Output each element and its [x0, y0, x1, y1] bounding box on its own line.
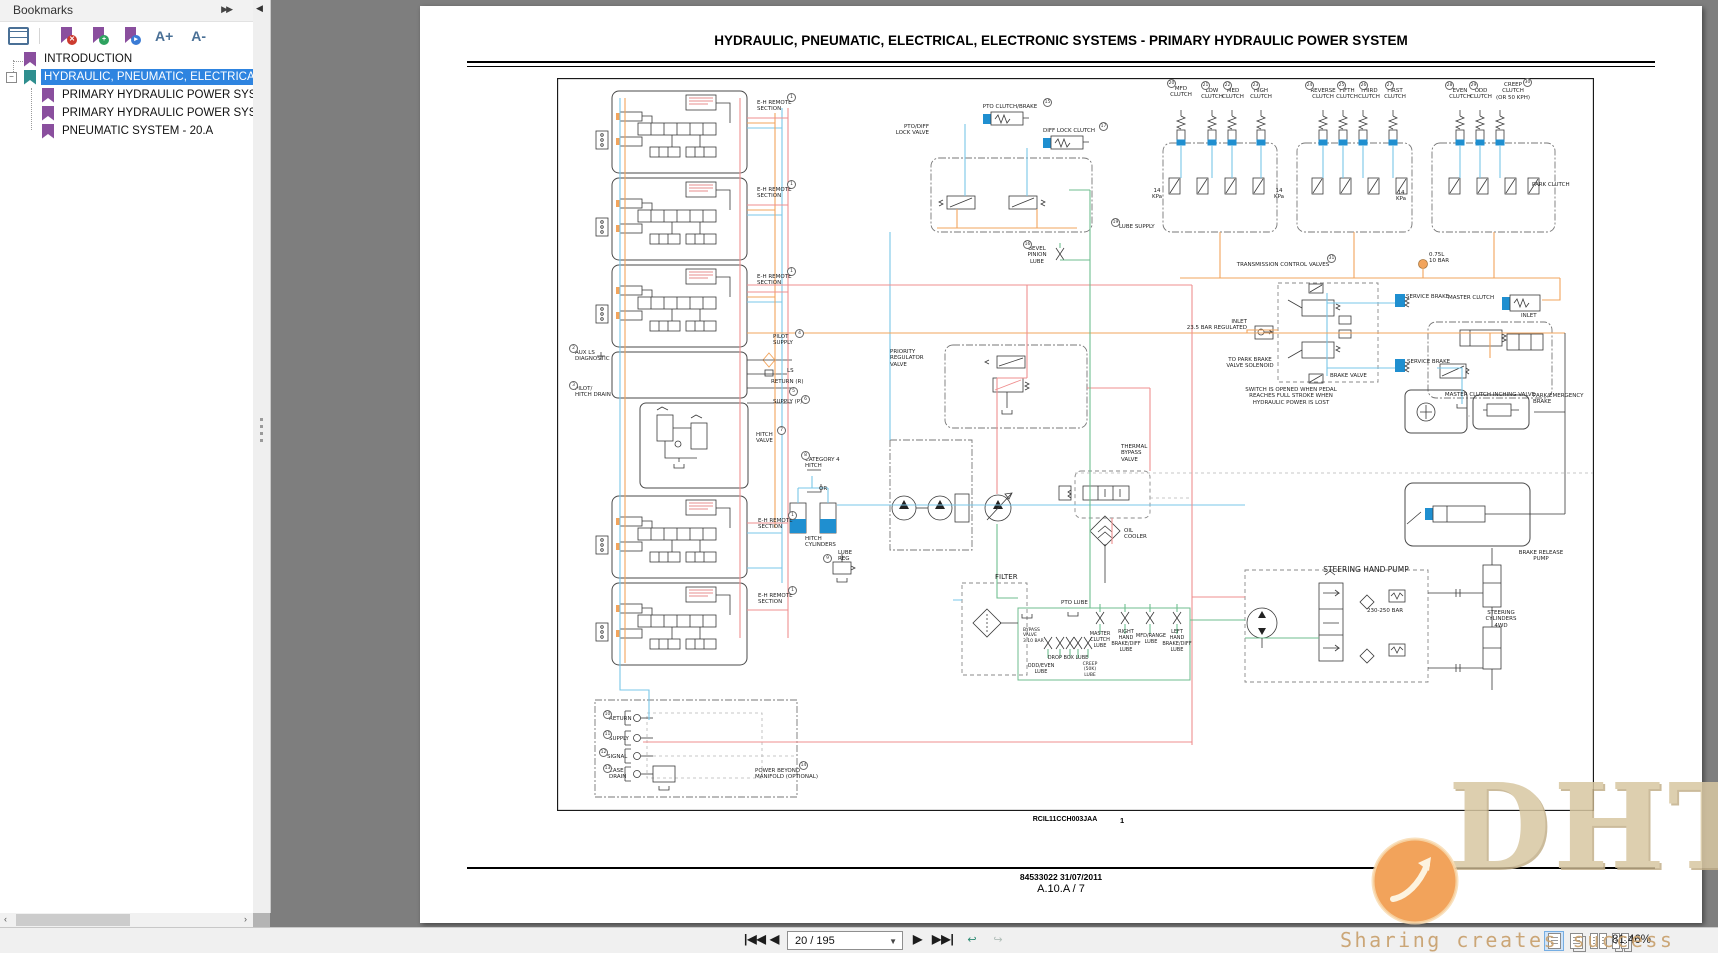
- bookmark-label: INTRODUCTION: [44, 53, 133, 65]
- title-rule: [467, 61, 1655, 67]
- first-page-icon[interactable]: |◀◀: [744, 932, 766, 946]
- bookmarks-tree: INTRODUCTION − HYDRAULIC, PNEUMATIC, ELECT…: [0, 50, 253, 140]
- hitch-cylinders: [789, 469, 837, 534]
- bookmark-item[interactable]: − HYDRAULIC, PNEUMATIC, ELECTRICA: [0, 68, 253, 86]
- chevron-double-right-icon[interactable]: ▶▶: [221, 4, 233, 14]
- panel-splitter[interactable]: ◀: [253, 0, 271, 913]
- scroll-left-icon[interactable]: ‹: [4, 914, 7, 924]
- bookmark-label: PRIMARY HYDRAULIC POWER SYS: [62, 89, 253, 101]
- separator: [39, 27, 40, 44]
- tree-line: [13, 60, 14, 76]
- bookmark-label: HYDRAULIC, PNEUMATIC, ELECTRICA: [41, 69, 253, 85]
- remote-sections-group: [595, 90, 749, 666]
- splitter-grip[interactable]: [260, 418, 263, 444]
- lube-manifold: [832, 247, 1191, 681]
- bookmarks-toolbar: ✕ + ▸ A+ A-: [0, 22, 253, 49]
- single-page-icon[interactable]: [1544, 931, 1564, 951]
- two-pages-icon[interactable]: [1588, 931, 1608, 951]
- bookmark-label: PRIMARY HYDRAULIC POWER SYS: [62, 107, 253, 119]
- thermal-bypass-valve: [1058, 470, 1151, 519]
- zoom-level[interactable]: 81.46%: [1612, 934, 1652, 946]
- scrollbar-thumb[interactable]: [16, 914, 130, 926]
- bookmark-item[interactable]: PRIMARY HYDRAULIC POWER SYS: [0, 104, 253, 122]
- figure-code: RCIL11CCH003JAA: [1032, 816, 1098, 823]
- page-number-field[interactable]: 20 / 195 ▼: [787, 931, 903, 950]
- tree-line: [13, 61, 25, 62]
- bookmark-item[interactable]: PRIMARY HYDRAULIC POWER SYS: [0, 86, 253, 104]
- bookmark-icon: [24, 69, 36, 85]
- document-number-date: 84533022 31/07/2011: [1019, 872, 1103, 882]
- pilot-supply-symbols: [597, 352, 792, 404]
- bookmark-icon: [42, 105, 54, 121]
- bookmark-item[interactable]: PNEUMATIC SYSTEM - 20.A: [0, 122, 253, 140]
- continuous-icon[interactable]: [1566, 931, 1586, 951]
- document-area[interactable]: HYDRAULIC, PNEUMATIC, ELECTRICAL, ELECTR…: [271, 0, 1718, 927]
- bottom-toolbar: |◀◀ ◀ 20 / 195 ▼ ▶ ▶▶| ↩ ↪ 81.46%: [0, 927, 1718, 953]
- pto-diff-lock-valve: [930, 111, 1093, 233]
- previous-page-icon[interactable]: ◀: [770, 932, 780, 946]
- page-title: HYDRAULIC, PNEUMATIC, ELECTRICAL, ELECTR…: [714, 33, 1408, 48]
- figure-sheet-number: 1: [1120, 816, 1125, 825]
- increase-text-icon[interactable]: A+: [155, 27, 174, 44]
- add-bookmark-icon[interactable]: +: [91, 27, 109, 45]
- goto-bookmark-icon[interactable]: ▸: [123, 27, 141, 45]
- oil-cooler: [1089, 515, 1121, 547]
- collapse-expander-icon[interactable]: −: [6, 71, 17, 83]
- bookmarks-horizontal-scrollbar[interactable]: ‹ ›: [0, 913, 253, 927]
- pump-group: [889, 439, 1013, 551]
- bookmarks-title: Bookmarks: [13, 3, 74, 17]
- scrollbar-corner: [253, 913, 270, 927]
- park-emergency-brake: [1404, 389, 1530, 434]
- schematic-drawing: [557, 78, 1594, 811]
- next-page-icon[interactable]: ▶: [913, 932, 923, 946]
- power-beyond-manifold: [594, 699, 798, 798]
- page-number-value: 20 / 195: [795, 935, 835, 947]
- tree-line: [31, 88, 32, 130]
- chevron-down-icon[interactable]: ▼: [889, 937, 897, 946]
- bookmarks-panel: Bookmarks ▶▶ ✕ + ▸ A+ A- INTRODUCTION − HY…: [0, 0, 254, 927]
- brake-release-pump: [1404, 482, 1531, 547]
- bookmark-icon: [42, 87, 54, 103]
- steering-hand-pump: [1244, 569, 1429, 683]
- pdf-page: HYDRAULIC, PNEUMATIC, ELECTRICAL, ELECTR…: [420, 6, 1702, 923]
- bookmarks-header: Bookmarks ▶▶: [0, 0, 253, 22]
- scroll-right-icon[interactable]: ›: [244, 914, 247, 924]
- bookmark-label: PNEUMATIC SYSTEM - 20.A: [62, 125, 214, 137]
- filter-group: [961, 582, 1028, 676]
- bookmark-item[interactable]: INTRODUCTION: [0, 50, 253, 68]
- previous-view-icon[interactable]: ↩: [967, 934, 977, 946]
- collapse-panel-icon[interactable]: ◀: [256, 3, 263, 13]
- footer-rule: [467, 867, 1655, 869]
- page-reference: A.10.A / 7: [1037, 883, 1085, 895]
- last-page-icon[interactable]: ▶▶|: [932, 932, 954, 946]
- decrease-text-icon[interactable]: A-: [191, 27, 207, 44]
- two-pages-continuous-icon[interactable]: [1610, 931, 1630, 951]
- bookmark-icon: [42, 123, 54, 139]
- bookmark-icon: [24, 51, 36, 67]
- priority-regulator-valve: [944, 344, 1088, 429]
- next-view-icon: ↪: [993, 934, 1003, 946]
- clutch-groups: [1162, 109, 1556, 233]
- options-icon[interactable]: [8, 26, 29, 45]
- delete-bookmark-icon[interactable]: ✕: [59, 27, 77, 45]
